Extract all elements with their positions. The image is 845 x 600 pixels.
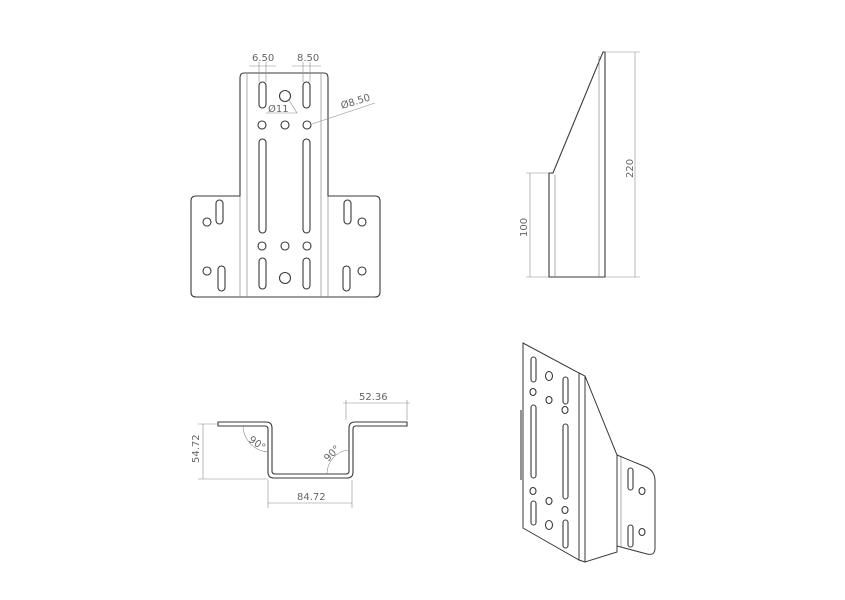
iso-hole xyxy=(529,486,537,496)
flange-slot xyxy=(215,199,224,225)
side-view: 220 100 xyxy=(519,51,640,278)
round-hole xyxy=(302,241,312,251)
iso-slot xyxy=(562,519,569,549)
flange-hole xyxy=(357,217,367,227)
round-hole xyxy=(257,120,267,130)
iso-slot xyxy=(530,404,537,479)
dim-slot-width-left: 6.50 xyxy=(252,53,274,64)
round-hole xyxy=(280,241,290,251)
angle-left: 90° xyxy=(246,434,267,453)
dim-small-hole: Ø8.50 xyxy=(339,92,371,112)
side-dimension-lines xyxy=(526,51,640,278)
flange-hole xyxy=(202,217,212,227)
dim-depth: 54.72 xyxy=(191,434,202,463)
iso-flange-hole xyxy=(638,527,646,537)
iso-flange-slot xyxy=(627,524,634,548)
gusset-face xyxy=(584,375,618,563)
flange-hole xyxy=(357,266,367,276)
iso-hole xyxy=(544,519,554,531)
slot-hole xyxy=(258,81,267,109)
round-hole xyxy=(257,241,267,251)
iso-hole xyxy=(529,387,537,397)
slot-hole xyxy=(302,81,311,109)
dim-total-height: 220 xyxy=(625,159,636,178)
front-view: 6.50 8.50 Ø11 Ø8.50 xyxy=(190,53,381,298)
iso-hole xyxy=(561,405,569,415)
round-hole xyxy=(302,120,312,130)
dim-slot-width-right: 8.50 xyxy=(297,53,319,64)
iso-flange-slot xyxy=(627,467,634,491)
dim-large-hole: Ø11 xyxy=(268,103,289,115)
iso-hole xyxy=(545,395,553,405)
slot-hole xyxy=(302,138,311,234)
iso-slot xyxy=(530,356,537,383)
profile-view: 54.72 84.72 52.36 90° 90° xyxy=(191,392,410,508)
profile-outline xyxy=(217,421,408,479)
side-outline xyxy=(548,51,606,278)
dim-flange-length: 52.36 xyxy=(359,392,388,403)
main-plate-face xyxy=(522,342,580,561)
front-dimension-lines xyxy=(249,62,376,125)
isometric-view xyxy=(520,342,656,563)
flange-hole xyxy=(202,266,212,276)
mounting-flange xyxy=(616,454,656,555)
iso-hole xyxy=(545,496,553,506)
slot-hole xyxy=(258,257,267,290)
iso-hole xyxy=(561,505,569,515)
profile-dimension-lines xyxy=(198,400,410,508)
angle-right: 90° xyxy=(322,444,342,464)
slot-hole xyxy=(258,138,267,234)
iso-flange-hole xyxy=(638,486,646,496)
iso-hole xyxy=(544,370,554,382)
dim-channel-width: 84.72 xyxy=(297,492,326,503)
round-hole xyxy=(280,120,290,130)
flange-slot xyxy=(342,265,351,292)
bend-edge-face xyxy=(578,372,586,563)
iso-slot xyxy=(562,423,569,500)
front-outline xyxy=(190,72,381,298)
dim-lower-height: 100 xyxy=(519,218,530,237)
flange-slot xyxy=(343,199,352,225)
large-hole xyxy=(278,271,292,285)
large-hole xyxy=(278,89,292,103)
slot-hole xyxy=(302,257,311,290)
iso-slot xyxy=(562,376,569,405)
iso-slot xyxy=(530,500,537,526)
flange-slot xyxy=(217,265,226,292)
